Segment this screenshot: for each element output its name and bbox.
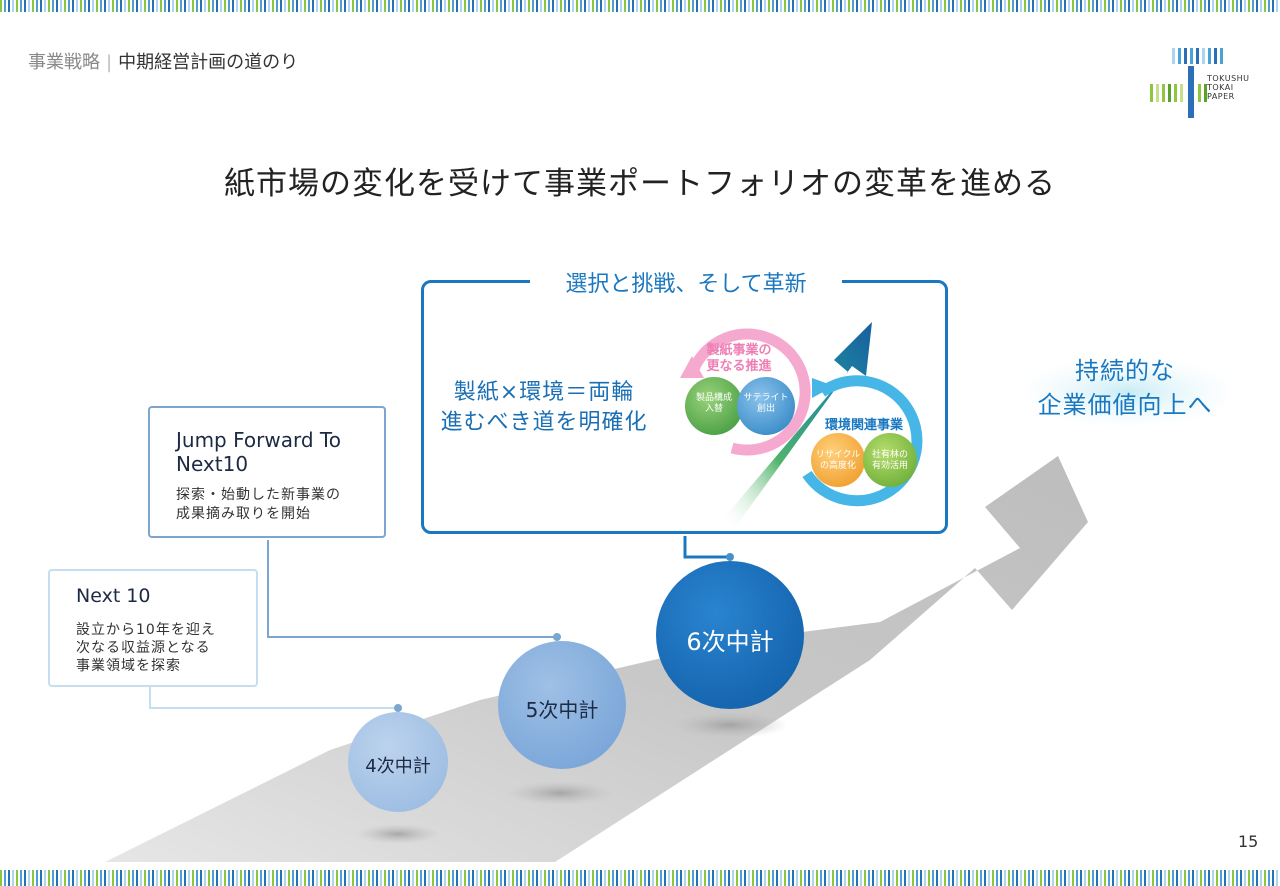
env-item2-circle: [863, 433, 917, 487]
connector-jump: [267, 540, 557, 638]
connector-next10: [149, 687, 398, 709]
shadow-4: [356, 824, 440, 844]
breadcrumb: 事業戦略 |中期経営計画の道のり: [28, 48, 298, 74]
main-box-text: 製紙×環境＝両輪 進むべき道を明確化: [440, 380, 648, 435]
jump-forward-heading: Jump Forward To Next10: [176, 428, 341, 476]
top-stripe: [0, 0, 1280, 12]
goal-text: 持続的な 企業価値向上へ: [1037, 357, 1213, 419]
logo-text: TOKUSHU TOKAI PAPER: [1207, 74, 1250, 101]
env-business-label: 環境関連事業: [824, 418, 903, 433]
company-logo: [1150, 48, 1223, 118]
circle-5: [498, 641, 626, 769]
breadcrumb-section: 事業戦略: [28, 52, 100, 73]
milestone-4-label: 4次中計: [365, 756, 431, 777]
breadcrumb-current: 中期経営計画の道のり: [118, 52, 299, 73]
next10-description: 設立から10年を迎え 次なる収益源となる 事業領域を探索: [76, 622, 216, 674]
milestone-6-label: 6次中計: [686, 628, 774, 656]
milestone-5-label: 5次中計: [525, 698, 599, 722]
bottom-stripe: [0, 870, 1280, 886]
jump-forward-box: Jump Forward To Next10 探索・始動した新事業の 成果摘み取…: [148, 406, 386, 538]
shadow-6: [672, 712, 788, 738]
page-title: 紙市場の変化を受けて事業ポートフォリオの変革を進める: [224, 166, 1056, 202]
jump-forward-description: 探索・始動した新事業の 成果摘み取りを開始: [176, 487, 341, 522]
breadcrumb-separator: |: [106, 52, 113, 73]
next10-box: Next 10 設立から10年を迎え 次なる収益源となる 事業領域を探索: [48, 569, 258, 687]
env-item1-circle: [811, 433, 865, 487]
circle-6: [656, 561, 804, 709]
main-box-label: 選択と挑戦、そして革新: [530, 266, 842, 298]
paper-business-label: 製紙事業の 更なる推進: [706, 343, 772, 374]
paper-item1-label: 製品構成 入替: [695, 393, 732, 414]
env-item2-label: 社有林の 有効活用: [871, 450, 908, 471]
circle-4: [348, 712, 448, 812]
business-cycle-diagram: [680, 328, 923, 507]
paper-item2-label: サテライト 創出: [743, 393, 789, 414]
rising-arrow: [722, 322, 872, 526]
connector-main: [683, 536, 730, 559]
env-item1-label: リサイクル の高度化: [815, 450, 861, 471]
shadow-5: [506, 781, 614, 805]
goal-glow: [1018, 356, 1238, 428]
next10-heading: Next 10: [76, 585, 151, 607]
paper-item2-circle: [737, 377, 795, 435]
paper-item1-circle: [685, 377, 743, 435]
page-number: 15: [1238, 832, 1259, 851]
